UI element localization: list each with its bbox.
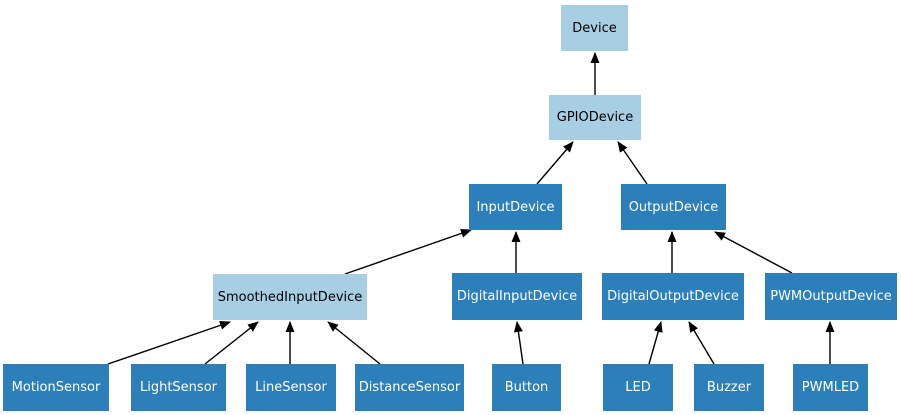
node-pwmled-label: PWMLED [801, 380, 860, 395]
edge-button-to-digitalinputdevice [513, 321, 524, 365]
node-button: Button [492, 364, 561, 411]
node-led: LED [603, 364, 673, 411]
node-inputdevice: InputDevice [469, 184, 562, 230]
node-digitalinputdevice: DigitalInputDevice [452, 273, 582, 320]
node-smoothedinputdevice: SmoothedInputDevice [213, 274, 367, 320]
edge-outputdevice-to-gpiodevice [617, 141, 648, 185]
edge-distancesensor-to-smoothedinputdevice [327, 321, 381, 365]
node-digitaloutputdevice-label: DigitalOutputDevice [607, 289, 739, 304]
node-digitalinputdevice-label: DigitalInputDevice [456, 289, 578, 304]
edge-lightsensor-to-smoothedinputdevice [204, 321, 259, 365]
node-pwmled: PWMLED [793, 364, 868, 411]
node-motionsensor-label: MotionSensor [11, 380, 101, 395]
node-led-label: LED [625, 380, 651, 395]
node-buzzer-label: Buzzer [706, 380, 752, 395]
node-smoothedinputdevice-label: SmoothedInputDevice [217, 289, 363, 305]
node-lightsensor: LightSensor [131, 364, 226, 411]
edge-smoothedinputdevice-to-inputdevice [344, 229, 472, 275]
edge-motionsensor-to-smoothedinputdevice [107, 321, 231, 365]
node-outputdevice: OutputDevice [621, 184, 726, 230]
node-linesensor-label: LineSensor [255, 380, 327, 395]
node-buzzer: Buzzer [694, 364, 764, 411]
node-inputdevice-label: InputDevice [476, 199, 555, 215]
node-digitaloutputdevice: DigitalOutputDevice [602, 273, 744, 320]
node-pwmoutputdevice-label: PWMOutputDevice [770, 289, 892, 304]
node-gpiodevice: GPIODevice [549, 95, 641, 140]
edge-buzzer-to-digitaloutputdevice [688, 321, 715, 365]
node-pwmoutputdevice: PWMOutputDevice [765, 273, 897, 320]
node-device: Device [561, 5, 628, 51]
node-outputdevice-label: OutputDevice [628, 199, 719, 215]
node-linesensor: LineSensor [246, 364, 336, 411]
node-lightsensor-label: LightSensor [139, 380, 217, 395]
node-motionsensor: MotionSensor [3, 364, 109, 411]
edge-led-to-digitaloutputdevice [648, 321, 663, 365]
node-distancesensor: DistanceSensor [355, 364, 464, 411]
edge-inputdevice-to-gpiodevice [536, 141, 574, 185]
node-distancesensor-label: DistanceSensor [358, 380, 461, 395]
node-button-label: Button [504, 380, 549, 395]
node-device-label: Device [572, 20, 617, 36]
node-gpiodevice-label: GPIODevice [556, 110, 634, 125]
edge-pwmoutputdevice-to-outputdevice [714, 231, 793, 274]
